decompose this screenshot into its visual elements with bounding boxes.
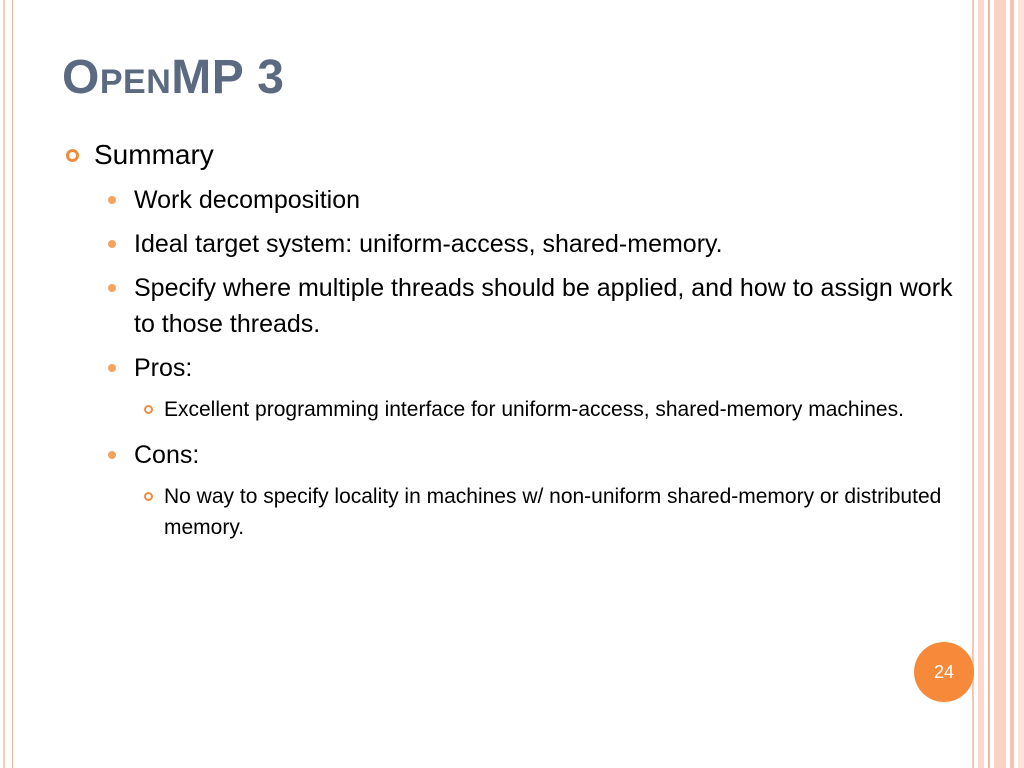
- bullet-text: Work decomposition: [134, 186, 361, 214]
- stripe: [1010, 0, 1014, 768]
- right-stripes-decoration: [972, 0, 1024, 768]
- stripe: [978, 0, 984, 768]
- page-number-badge: 24: [914, 642, 974, 702]
- bullet-text: Summary: [94, 139, 214, 170]
- slide-title: OpenMP 3: [62, 51, 285, 104]
- stripe: [988, 0, 990, 768]
- bullet-text: Pros:: [134, 354, 193, 382]
- stripe: [972, 0, 974, 768]
- dot-bullet-icon: [108, 364, 116, 372]
- bullet-ideal-target: Ideal target system: uniform-access, sha…: [64, 226, 964, 262]
- slide-body: Summary Work decomposition Ideal target …: [64, 136, 964, 555]
- dot-bullet-icon: [108, 284, 116, 292]
- ring-bullet-icon: [66, 149, 79, 162]
- bullet-cons: Cons:: [64, 437, 964, 473]
- dot-bullet-icon: [108, 240, 116, 248]
- left-border-decoration: [0, 0, 13, 768]
- stripe: [1018, 0, 1024, 768]
- bullet-text: Excellent programming interface for unif…: [164, 398, 904, 421]
- bullet-work-decomposition: Work decomposition: [64, 182, 964, 218]
- bullet-text: Specify where multiple threads should be…: [134, 274, 953, 338]
- bullet-cons-detail: No way to specify locality in machines w…: [64, 481, 964, 543]
- bullet-pros-detail: Excellent programming interface for unif…: [64, 394, 964, 425]
- bullet-pros: Pros:: [64, 350, 964, 386]
- page-number-text: 24: [933, 661, 955, 682]
- bullet-text: No way to specify locality in machines w…: [164, 485, 942, 539]
- ring-bullet-icon: [144, 405, 153, 414]
- stripe: [994, 0, 1006, 768]
- dot-bullet-icon: [108, 451, 116, 459]
- bullet-summary: Summary: [64, 136, 964, 174]
- bullet-specify-where: Specify where multiple threads should be…: [64, 270, 964, 342]
- dot-bullet-icon: [108, 196, 116, 204]
- ring-bullet-icon: [144, 492, 153, 501]
- bullet-text: Ideal target system: uniform-access, sha…: [134, 230, 723, 258]
- bullet-text: Cons:: [134, 441, 200, 469]
